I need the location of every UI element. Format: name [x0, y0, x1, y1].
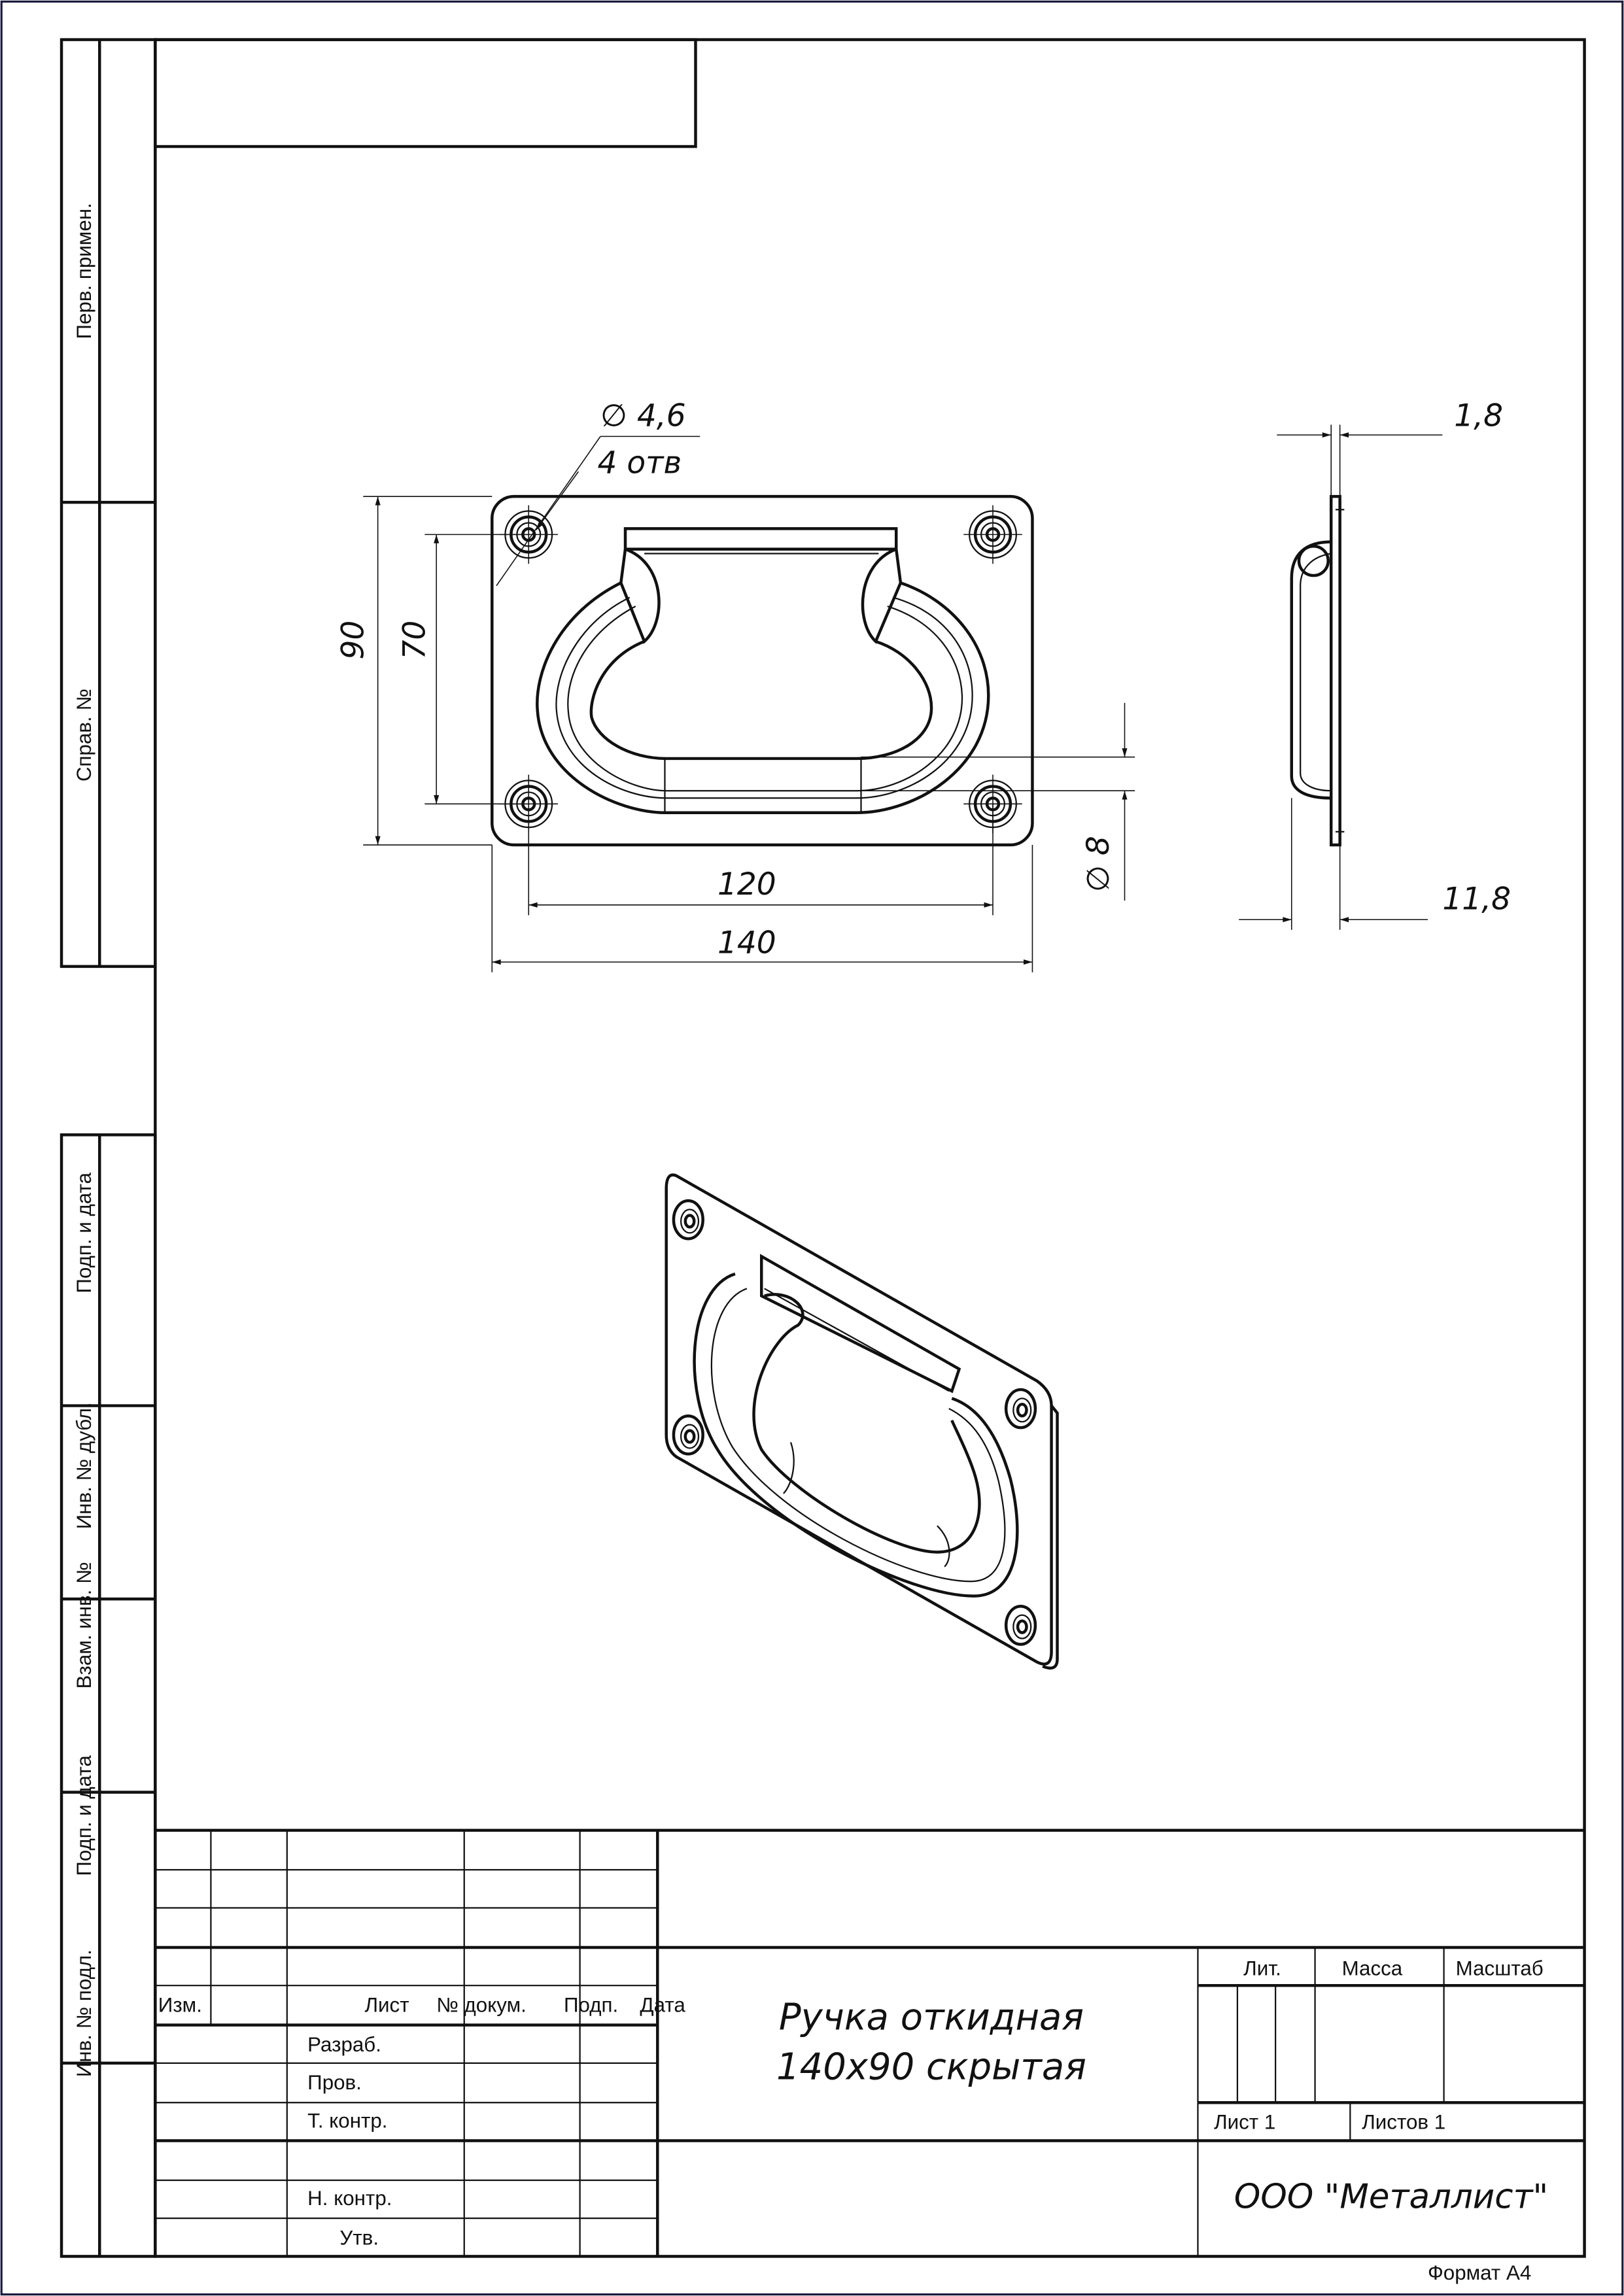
stamp-vzam-inv: Взам. инв. № — [73, 1562, 95, 1688]
drawing-title-line2: 140x90 скрытая — [776, 2046, 1086, 2088]
role-razrab: Разраб. — [307, 2033, 381, 2056]
header-podp: Подп. — [564, 1993, 618, 2016]
sheet-number: Лист 1 — [1214, 2111, 1275, 2134]
role-t-kontr: Т. контр. — [307, 2109, 387, 2132]
drawing-title-line1: Ручка откидная — [779, 1996, 1084, 2038]
role-n-kontr: Н. контр. — [307, 2187, 392, 2210]
dim-90: 90 — [335, 621, 371, 660]
stamp-podp-data-2: Подп. и дата — [73, 1755, 95, 1876]
isometric-view — [665, 1173, 1059, 1670]
dim-hole-dia: ∅ 4,6 — [600, 398, 686, 434]
drawing-frame — [154, 38, 1586, 2258]
header-list: Лист — [364, 1993, 409, 2016]
stamp-sprav-no: Справ. № — [73, 689, 95, 781]
company-name: ООО "Металлист" — [1234, 2178, 1549, 2217]
label-lit: Лит. — [1243, 1957, 1281, 1980]
dim-depth: 11,8 — [1442, 882, 1511, 917]
stamp-podp-data-1: Подп. и дата — [73, 1173, 95, 1294]
dim-120: 120 — [717, 866, 776, 902]
top-left-stamp-box — [154, 38, 697, 148]
stamp-inv-podl: Инв. № подл. — [73, 1949, 95, 2077]
role-utv: Утв. — [339, 2226, 379, 2249]
title-block: Изм. Лист № докум. Подп. Дата Разраб. Пр… — [155, 1828, 1585, 2257]
header-izm: Изм. — [158, 1993, 202, 2016]
dimension-lines — [363, 436, 1135, 972]
front-view: 90 70 120 140 ∅ 8 ∅ 4,6 4 отв — [335, 398, 1135, 972]
dim-thickness: 1,8 — [1454, 398, 1503, 434]
label-massa: Масса — [1342, 1957, 1403, 1980]
dim-dia-8: ∅ 8 — [1080, 836, 1116, 892]
dim-hole-count: 4 отв — [597, 445, 682, 481]
handle — [536, 527, 990, 815]
header-data: Дата — [640, 1993, 685, 2016]
base-plate — [491, 494, 1034, 847]
sheet-count: Листов 1 — [1362, 2111, 1445, 2134]
stamp-perv-primen: Перв. примен. — [73, 203, 95, 339]
dim-70: 70 — [396, 621, 432, 660]
role-prov: Пров. — [307, 2071, 362, 2094]
left-side-stamps: Перв. примен. Справ. № Подп. и дата Инв.… — [60, 38, 157, 2258]
label-masshtab: Масштаб — [1456, 1957, 1544, 1980]
paper-format: Формат А4 — [1428, 2261, 1531, 2284]
stamp-inv-dubl: Инв. № дубл. — [73, 1402, 95, 1529]
header-no-dokum: № докум. — [436, 1993, 527, 2016]
side-view: 1,8 11,8 — [1239, 398, 1511, 930]
dim-140: 140 — [717, 925, 776, 961]
